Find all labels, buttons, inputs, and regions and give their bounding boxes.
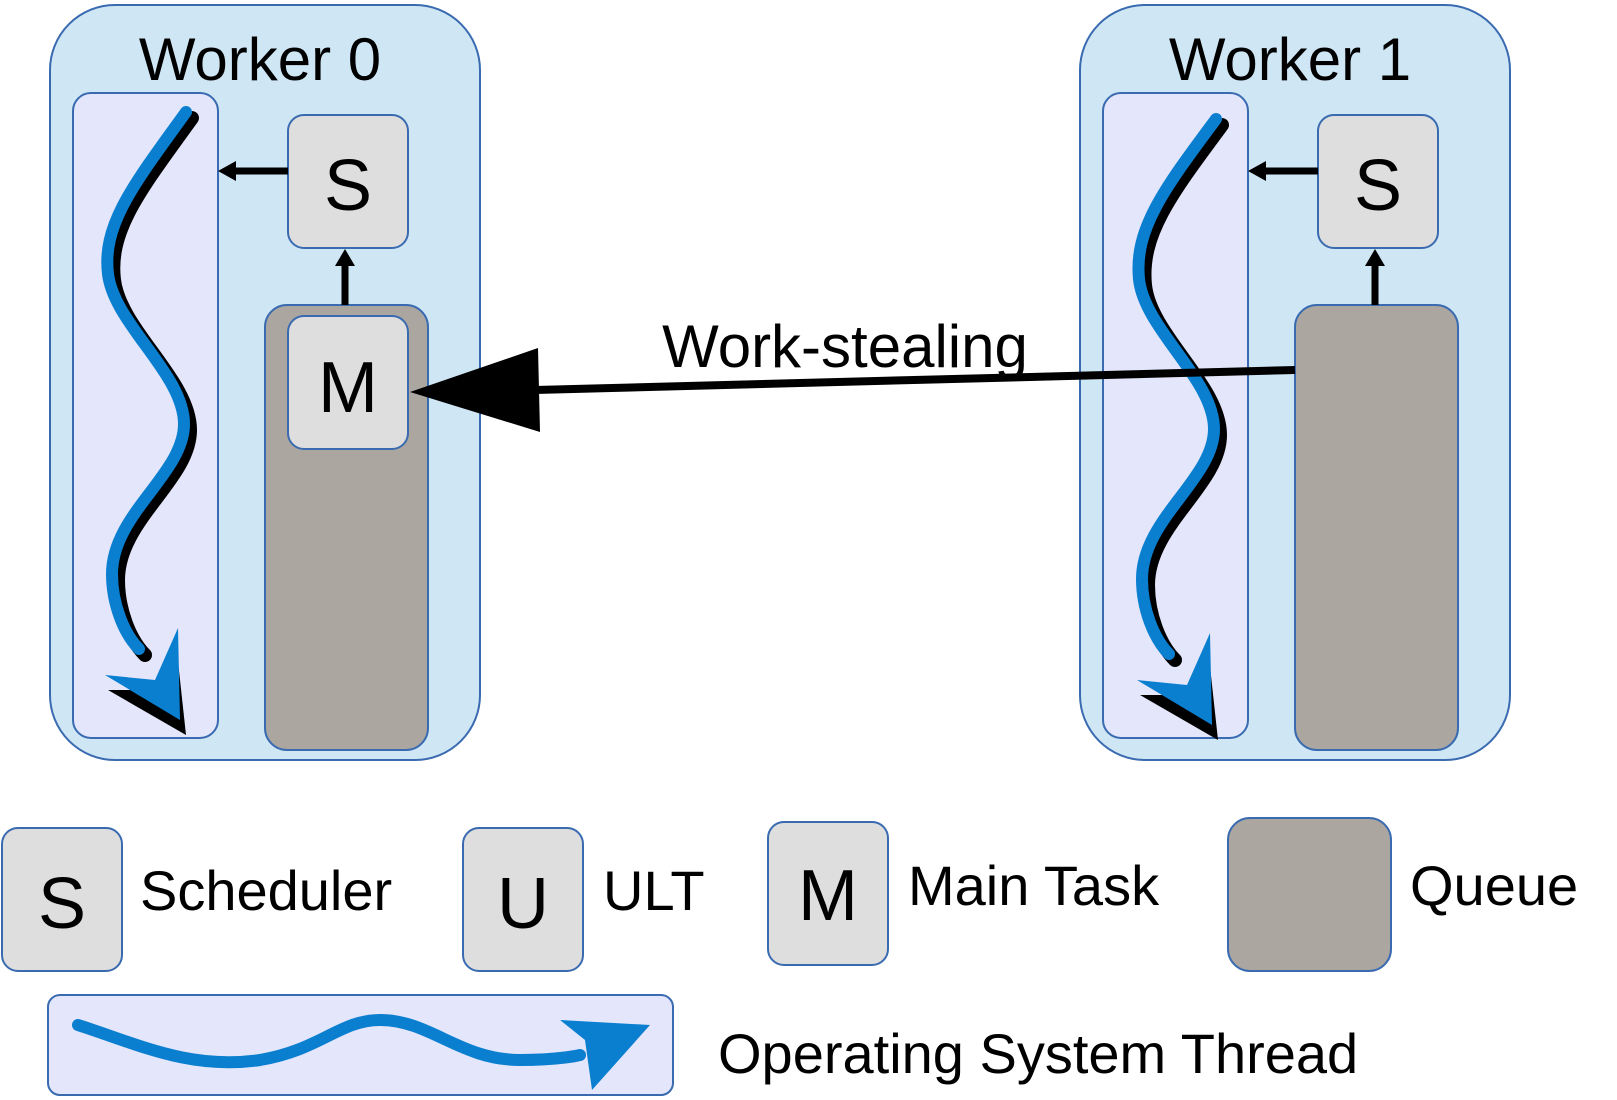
- legend-main-task-label: Main Task: [908, 854, 1160, 917]
- legend-scheduler-swatch: [1, 827, 123, 972]
- legend-ult-swatch: [462, 827, 584, 972]
- legend-scheduler-letter: S: [38, 864, 86, 944]
- legend-main-task-letter: M: [798, 856, 858, 936]
- legend-queue-swatch: [1227, 817, 1392, 972]
- work-stealing-arrow: Work-stealing: [410, 313, 1296, 432]
- legend-scheduler: S Scheduler: [1, 827, 392, 972]
- legend-queue-label: Queue: [1410, 854, 1578, 917]
- worker-1-os-thread-icon: [1132, 113, 1229, 740]
- legend-ult-letter: U: [497, 864, 549, 944]
- worker-1-queue-to-scheduler-arrow: [1365, 249, 1385, 305]
- work-stealing-label: Work-stealing: [662, 313, 1028, 380]
- legend-main-task-swatch: [767, 821, 889, 966]
- worker-1-queue: [1294, 304, 1459, 751]
- worker-0-title: Worker 0: [139, 26, 381, 93]
- legend-ult-label: ULT: [603, 859, 705, 922]
- worker-0-scheduler-letter: S: [324, 146, 372, 226]
- worker-0-main-task-letter: M: [318, 348, 378, 428]
- worker-1-scheduler-letter: S: [1354, 146, 1402, 226]
- worker-0-queue-to-scheduler-arrow: [335, 249, 355, 305]
- worker-1-scheduler-box: [1317, 114, 1439, 249]
- worker-1: Worker 1 S: [1079, 4, 1511, 761]
- legend-main-task: M Main Task: [767, 821, 1160, 966]
- legend-os-thread: Operating System Thread: [47, 994, 1358, 1096]
- legend-queue: Queue: [1227, 817, 1578, 972]
- worker-1-title: Worker 1: [1169, 26, 1411, 93]
- legend-thread-arrowhead-icon: [560, 1020, 650, 1090]
- legend-scheduler-label: Scheduler: [140, 859, 392, 922]
- worker-1-scheduler-to-thread-arrow: [1248, 161, 1318, 181]
- legend-ult: U ULT: [462, 827, 705, 972]
- worker-0-scheduler-to-thread-arrow: [218, 161, 288, 181]
- worker-0-scheduler-box: [287, 114, 409, 249]
- legend-thread-label: Operating System Thread: [718, 1022, 1358, 1085]
- worker-0: Worker 0 S M: [49, 4, 481, 761]
- legend-thread-wave-icon: [72, 1013, 586, 1069]
- worker-0-main-task-box: [287, 315, 409, 450]
- worker-0-os-thread-icon: [101, 106, 199, 735]
- legend: S Scheduler U ULT M Main Task Queue Oper…: [1, 817, 1578, 1096]
- legend-thread-swatch: [47, 994, 674, 1096]
